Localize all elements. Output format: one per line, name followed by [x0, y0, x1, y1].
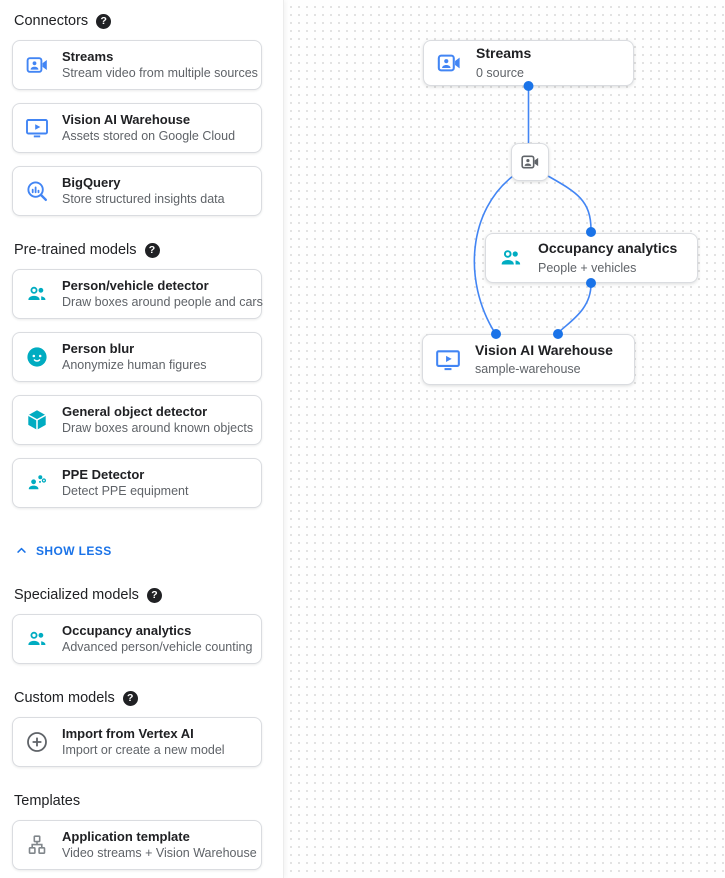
help-icon[interactable]: ?	[96, 13, 112, 29]
card-title: Import from Vertex AI	[62, 725, 194, 741]
section-heading-connectors: Connectors ?	[14, 13, 262, 29]
card-subtitle: Draw boxes around known objects	[62, 421, 254, 436]
section-heading-templates: Templates	[14, 793, 262, 809]
card-subtitle: Store structured insights data	[62, 192, 225, 207]
component-sidebar: Connectors ? Streams Stream video from m…	[0, 0, 284, 878]
card-text: Occupancy analytics Advanced person/vehi…	[62, 622, 252, 656]
video-camera-icon	[436, 50, 462, 76]
person-gear-icon	[25, 471, 49, 495]
help-icon[interactable]: ?	[146, 587, 162, 603]
section-title: Pre-trained models	[14, 242, 137, 258]
people-icon	[498, 245, 524, 271]
card-title: PPE Detector	[62, 466, 145, 482]
canvas-node-streams[interactable]: Streams 0 source	[423, 40, 634, 86]
card-title: General object detector	[62, 403, 208, 419]
video-camera-icon	[520, 152, 540, 172]
card-title: Person blur	[62, 340, 135, 356]
sidebar-item-person-vehicle-detector[interactable]: Person/vehicle detector Draw boxes aroun…	[12, 269, 263, 319]
node-title: Occupancy analytics	[538, 240, 678, 257]
graph-canvas[interactable]: Streams 0 source Occupancy analytics Peo…	[284, 0, 725, 878]
card-text: Vision AI Warehouse Assets stored on Goo…	[62, 111, 235, 145]
sidebar-item-occupancy-analytics[interactable]: Occupancy analytics Advanced person/vehi…	[12, 614, 262, 664]
node-subtitle: 0 source	[476, 65, 524, 80]
node-text: Vision AI Warehouse sample-warehouse	[475, 342, 613, 378]
sidebar-item-vision-ai-warehouse[interactable]: Vision AI Warehouse Assets stored on Goo…	[12, 103, 262, 153]
card-text: Application template Video streams + Vis…	[62, 828, 257, 862]
card-text: Import from Vertex AI Import or create a…	[62, 725, 225, 759]
monitor-play-icon	[435, 347, 461, 373]
section-heading-pretrained-models: Pre-trained models ?	[14, 242, 262, 258]
edge-processor-to-occupancy	[547, 175, 592, 231]
people-icon	[25, 282, 49, 306]
sidebar-item-streams[interactable]: Streams Stream video from multiple sourc…	[12, 40, 262, 90]
sidebar-item-ppe-detector[interactable]: PPE Detector Detect PPE equipment	[12, 458, 262, 508]
canvas-node-vision-ai-warehouse[interactable]: Vision AI Warehouse sample-warehouse	[422, 334, 635, 385]
node-subtitle: sample-warehouse	[475, 362, 581, 377]
show-less-button[interactable]: SHOW LESS	[14, 543, 112, 558]
section-title: Connectors	[14, 13, 89, 29]
card-subtitle: Anonymize human figures	[62, 358, 207, 373]
card-subtitle: Stream video from multiple sources	[62, 66, 258, 81]
chevron-up-icon	[14, 543, 29, 558]
video-camera-icon	[25, 53, 49, 77]
sidebar-item-bigquery[interactable]: BigQuery Store structured insights data	[12, 166, 262, 216]
search-chart-icon	[25, 179, 49, 203]
edge-connections	[473, 85, 592, 334]
card-subtitle: Draw boxes around people and cars	[62, 295, 263, 310]
node-subtitle: People + vehicles	[538, 260, 637, 275]
node-text: Streams 0 source	[476, 45, 531, 81]
help-icon[interactable]: ?	[122, 690, 138, 706]
card-title: Occupancy analytics	[62, 622, 192, 638]
plus-circle-icon	[25, 730, 49, 754]
people-icon	[25, 627, 49, 651]
node-title: Vision AI Warehouse	[475, 341, 613, 358]
face-icon	[25, 345, 49, 369]
section-title: Templates	[14, 793, 81, 809]
card-text: Person blur Anonymize human figures	[62, 340, 207, 374]
canvas-node-stream-processor[interactable]	[511, 143, 549, 181]
section-title: Specialized models	[14, 587, 139, 603]
node-title: Streams	[476, 45, 532, 62]
card-text: Streams Stream video from multiple sourc…	[62, 48, 258, 82]
help-icon[interactable]: ?	[144, 242, 160, 258]
card-title: Vision AI Warehouse	[62, 111, 191, 127]
card-subtitle: Advanced person/vehicle counting	[62, 640, 253, 655]
connection-ports	[491, 81, 596, 339]
sidebar-item-general-object-detector[interactable]: General object detector Draw boxes aroun…	[12, 395, 262, 445]
card-subtitle: Video streams + Vision Warehouse	[62, 846, 257, 861]
sidebar-item-application-template[interactable]: Application template Video streams + Vis…	[12, 820, 262, 870]
show-less-label: SHOW LESS	[36, 543, 112, 558]
monitor-play-icon	[25, 116, 49, 140]
card-title: Streams	[62, 48, 114, 64]
section-heading-specialized-models: Specialized models ?	[14, 587, 262, 603]
node-text: Occupancy analytics People + vehicles	[538, 240, 677, 276]
card-text: BigQuery Store structured insights data	[62, 174, 225, 208]
section-title: Custom models	[14, 690, 115, 706]
card-title: Person/vehicle detector	[62, 277, 209, 293]
card-text: PPE Detector Detect PPE equipment	[62, 466, 188, 500]
card-text: Person/vehicle detector Draw boxes aroun…	[62, 277, 263, 311]
card-subtitle: Detect PPE equipment	[62, 484, 189, 499]
card-text: General object detector Draw boxes aroun…	[62, 403, 253, 437]
card-title: BigQuery	[62, 174, 121, 190]
edge-occupancy-to-warehouse	[557, 283, 592, 334]
card-title: Application template	[62, 828, 190, 844]
tree-icon	[25, 833, 49, 857]
canvas-node-occupancy-analytics[interactable]: Occupancy analytics People + vehicles	[485, 233, 698, 283]
sidebar-item-import-from-vertex-ai[interactable]: Import from Vertex AI Import or create a…	[12, 717, 262, 767]
section-heading-custom-models: Custom models ?	[14, 690, 262, 706]
sidebar-item-person-blur[interactable]: Person blur Anonymize human figures	[12, 332, 262, 382]
card-subtitle: Assets stored on Google Cloud	[62, 129, 236, 144]
cube-icon	[25, 408, 49, 432]
card-subtitle: Import or create a new model	[62, 743, 225, 758]
